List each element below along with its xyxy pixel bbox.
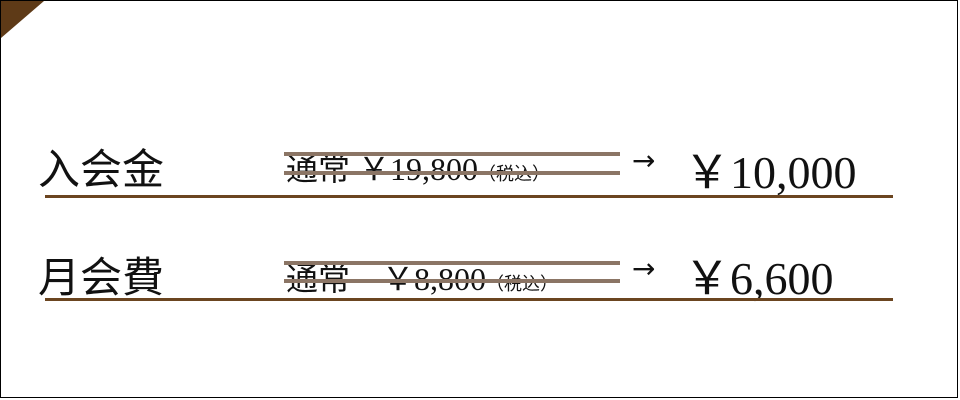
regular-price: 通常 ￥19,800（税込） xyxy=(286,144,550,190)
regular-amount: ￥19,800 xyxy=(358,151,479,187)
arrow-icon: → xyxy=(632,252,656,285)
corner-triangle-decoration xyxy=(1,1,44,38)
tax-included-note: （税込） xyxy=(486,274,559,294)
strikethrough-line xyxy=(284,152,620,156)
row-underline xyxy=(45,195,893,198)
strikethrough-line xyxy=(284,279,620,283)
strikethrough-line xyxy=(284,171,620,175)
row-label: 月会費 xyxy=(38,256,165,302)
row-underline xyxy=(45,298,893,301)
price-row-monthly-fee: 月会費 通常 ￥8,800（税込） → ￥6,600 xyxy=(0,232,960,312)
price-row-enrollment-fee: 入会金 通常 ￥19,800（税込） → ￥10,000 xyxy=(0,130,960,210)
regular-label: 通常 xyxy=(286,151,351,187)
strikethrough-line xyxy=(284,261,620,265)
arrow-icon: → xyxy=(632,144,656,177)
row-label: 入会金 xyxy=(38,148,165,194)
discount-price: ￥10,000 xyxy=(684,147,857,198)
discount-price: ￥6,600 xyxy=(684,253,834,304)
